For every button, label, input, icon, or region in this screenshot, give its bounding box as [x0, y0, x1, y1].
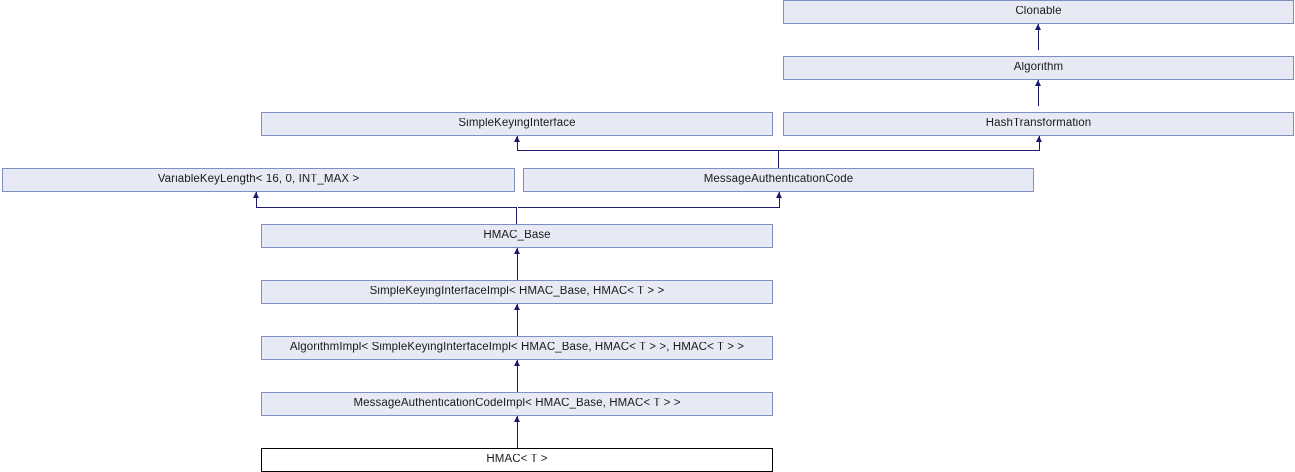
edge-segment-horizontal: [518, 207, 780, 208]
class-node-label: MessageAuthenticationCodeImpl< HMAC_Base…: [353, 398, 681, 410]
edge-segment-vertical: [517, 360, 518, 392]
inheritance-arrowhead-icon: [514, 304, 520, 310]
class-node-label: HMAC< T >: [486, 454, 548, 466]
edge-segment-horizontal: [256, 207, 517, 208]
inheritance-arrowhead-icon: [776, 192, 782, 198]
inheritance-arrowhead-icon: [514, 248, 520, 254]
edge-segment-vertical: [1039, 136, 1040, 150]
class-node-label: SimpleKeyingInterface: [458, 118, 576, 130]
class-node-label: SimpleKeyingInterfaceImpl< HMAC_Base, HM…: [369, 286, 665, 298]
edge-segment-vertical: [1038, 24, 1039, 50]
class-node-label: Clonable: [1015, 6, 1062, 18]
class-node-label: MessageAuthenticationCode: [703, 174, 854, 186]
inheritance-arrowhead-icon: [1036, 136, 1042, 142]
inheritance-arrowhead-icon: [1035, 24, 1041, 30]
inheritance-arrowhead-icon: [514, 416, 520, 422]
edge-segment-vertical: [517, 416, 518, 448]
edge-segment-vertical: [516, 207, 517, 224]
edge-segment-vertical: [256, 192, 257, 207]
class-node-hmac-t[interactable]: HMAC< T >: [261, 448, 773, 472]
edge-segment-vertical: [517, 304, 518, 336]
inheritance-arrowhead-icon: [1035, 80, 1041, 86]
edge-segment-vertical: [1038, 80, 1039, 106]
edge-segment-vertical: [517, 248, 518, 280]
class-node-label: HashTransformation: [985, 118, 1092, 130]
class-node-label: VariableKeyLength< 16, 0, INT_MAX >: [157, 174, 360, 186]
class-node-simple-keying-interface-impl[interactable]: SimpleKeyingInterfaceImpl< HMAC_Base, HM…: [261, 280, 773, 304]
inheritance-arrowhead-icon: [514, 136, 520, 142]
class-node-hash-transformation[interactable]: HashTransformation: [783, 112, 1294, 136]
class-node-clonable[interactable]: Clonable: [783, 0, 1294, 24]
class-node-message-authentication-code[interactable]: MessageAuthenticationCode: [523, 168, 1034, 192]
class-node-label: Algorithm: [1013, 62, 1064, 74]
class-node-algorithm-impl[interactable]: AlgorithmImpl< SimpleKeyingInterfaceImpl…: [261, 336, 773, 360]
edge-segment-vertical: [779, 192, 780, 207]
edge-segment-vertical: [517, 136, 518, 150]
inheritance-arrowhead-icon: [253, 192, 259, 198]
class-node-simple-keying-interface[interactable]: SimpleKeyingInterface: [261, 112, 773, 136]
edge-segment-horizontal: [517, 150, 779, 151]
class-node-label: AlgorithmImpl< SimpleKeyingInterfaceImpl…: [289, 342, 745, 354]
inheritance-arrowhead-icon: [514, 360, 520, 366]
class-node-variable-key-length[interactable]: VariableKeyLength< 16, 0, INT_MAX >: [2, 168, 515, 192]
edge-segment-horizontal: [779, 150, 1040, 151]
class-node-hmac-base[interactable]: HMAC_Base: [261, 224, 773, 248]
class-node-label: HMAC_Base: [483, 230, 551, 242]
class-node-algorithm[interactable]: Algorithm: [783, 56, 1294, 80]
class-node-message-authentication-code-impl[interactable]: MessageAuthenticationCodeImpl< HMAC_Base…: [261, 392, 773, 416]
edge-segment-vertical: [778, 150, 779, 168]
